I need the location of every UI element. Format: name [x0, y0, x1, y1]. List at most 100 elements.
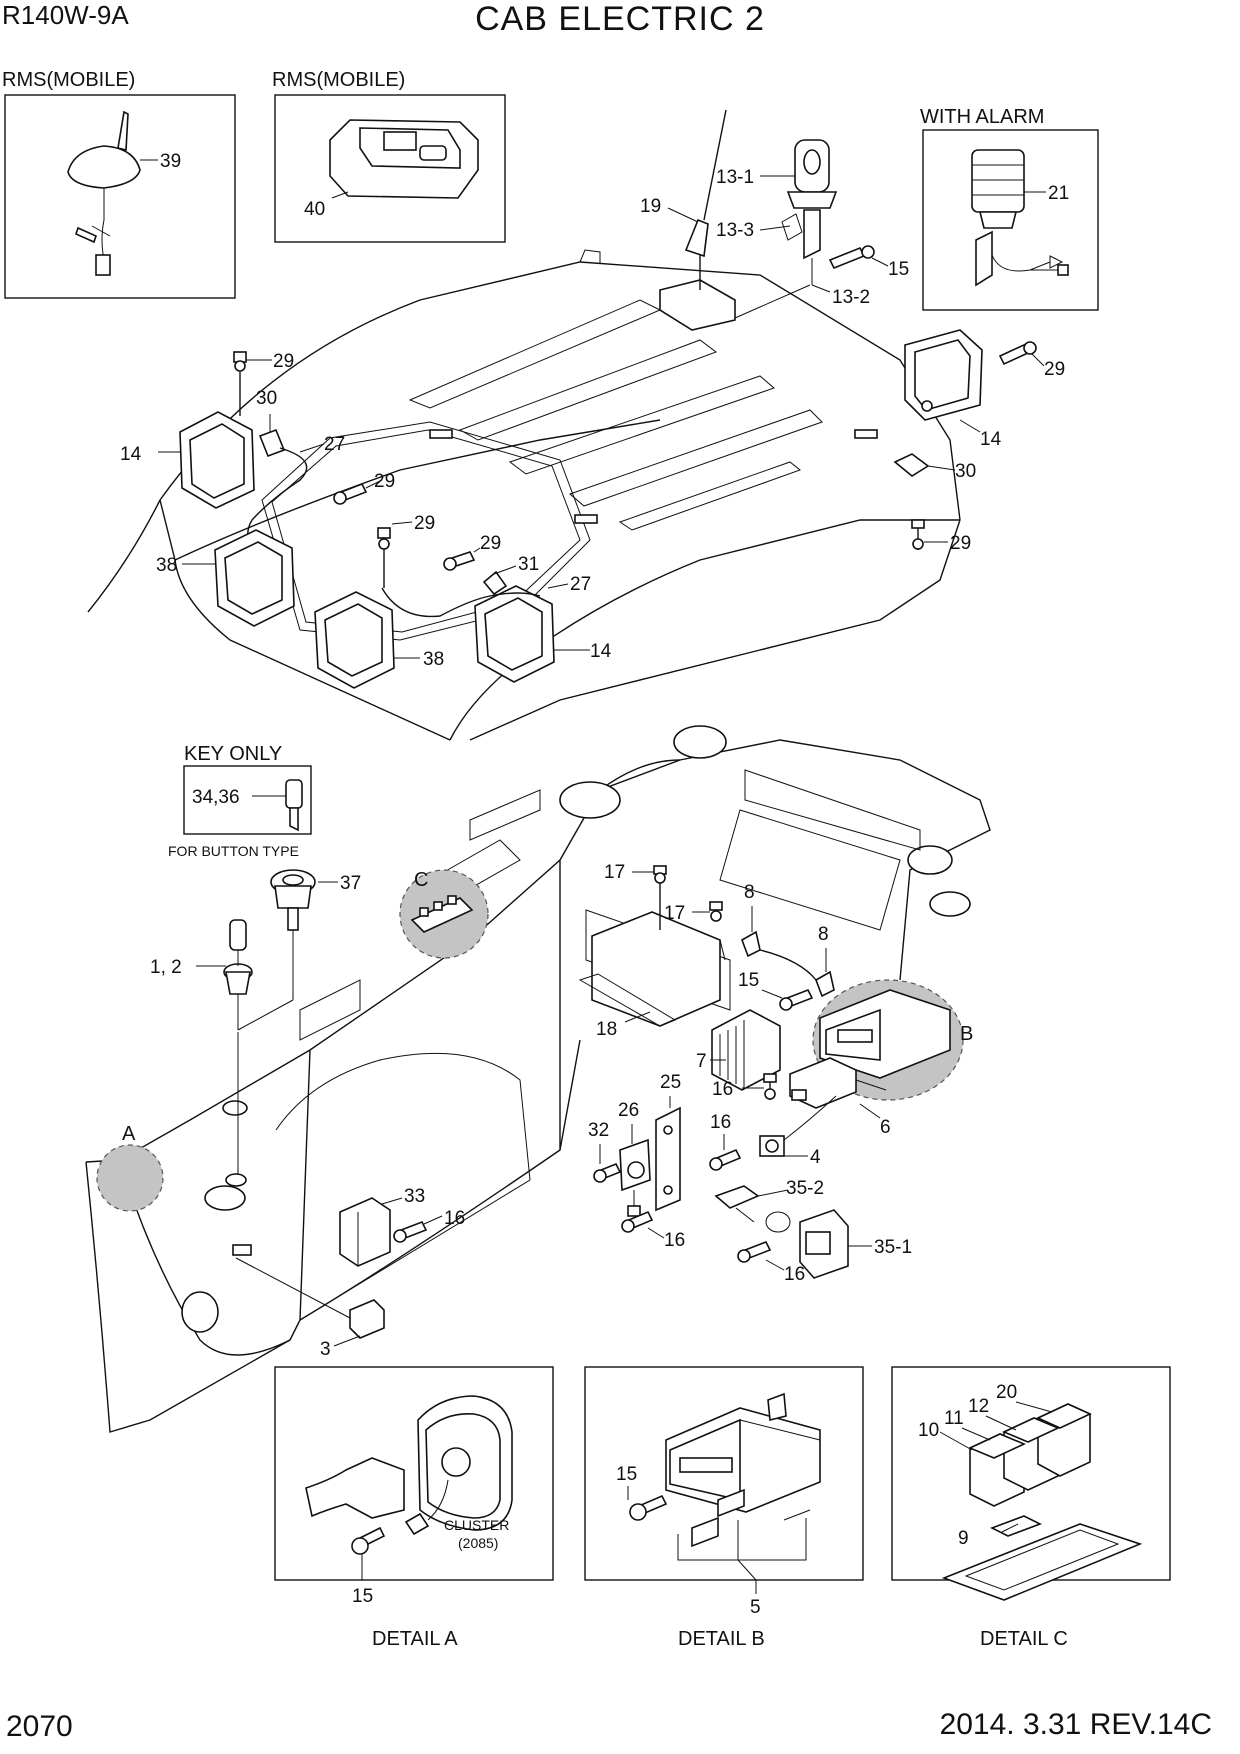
inset-box-with-alarm — [922, 129, 1099, 311]
work-lamp-icon — [179, 411, 255, 509]
inset-rms-antenna: RMS(MOBILE) 39 — [2, 69, 236, 299]
inset-label-rms-1: RMS(MOBILE) — [2, 69, 135, 91]
callout-1-2: 1, 2 — [150, 957, 182, 978]
cluster-icon — [417, 1395, 513, 1531]
bolt-icon — [377, 527, 391, 588]
inset-box-rms-1 — [4, 94, 236, 299]
callout-29-f: 29 — [950, 533, 971, 554]
bolt-icon — [779, 988, 814, 1011]
callout-40: 40 — [304, 199, 325, 220]
amplifier-icon — [711, 1009, 781, 1091]
buzzer-icon — [619, 1138, 651, 1217]
detail-letter-b: B — [960, 1023, 973, 1045]
detail-c-caption: DETAIL C — [980, 1628, 1068, 1650]
callout-27-b: 27 — [570, 574, 591, 595]
callout-26: 26 — [618, 1100, 639, 1121]
callout-33: 33 — [404, 1186, 425, 1207]
bolt-icon — [998, 341, 1037, 366]
callout-15-detail-b: 15 — [616, 1464, 637, 1485]
callout-37: 37 — [340, 873, 361, 894]
bolt-icon — [763, 1073, 777, 1100]
callout-29-b: 29 — [374, 471, 395, 492]
callout-38-b: 38 — [423, 649, 444, 670]
work-lamp-icon — [474, 585, 555, 683]
switch-panel-plate-icon — [941, 1515, 1143, 1601]
connector-icon — [404, 1479, 449, 1536]
bracket-icon — [482, 570, 508, 596]
relay-unit-icon — [339, 1197, 391, 1267]
callout-21: 21 — [1048, 183, 1069, 204]
radio-icon — [819, 989, 951, 1079]
connector-icon — [759, 1095, 837, 1157]
work-lamp-icon — [214, 529, 295, 627]
alarm-beacon-icon — [971, 149, 1069, 287]
bracket-icon — [258, 428, 286, 458]
callout-29-d: 29 — [480, 533, 501, 554]
remote-key-icon — [714, 1185, 760, 1223]
detail-a-caption: DETAIL A — [372, 1628, 458, 1650]
bolt-icon — [709, 1148, 742, 1171]
callout-39: 39 — [160, 151, 181, 172]
callout-14-a: 14 — [120, 444, 142, 465]
revision-date: 2014. 3.31 REV.14C — [939, 1708, 1212, 1741]
callout-27-a: 27 — [324, 434, 345, 455]
callout-14-c: 14 — [980, 429, 1002, 450]
label-for-button-type: FOR BUTTON TYPE — [168, 843, 299, 859]
detail-letter-c: C — [414, 869, 428, 891]
bolt-icon — [629, 1494, 668, 1521]
start-button-icon — [270, 869, 316, 1000]
bracket-icon — [893, 453, 930, 477]
callout-16-e: 16 — [444, 1208, 465, 1229]
callout-29-e: 29 — [1044, 359, 1065, 380]
detail-a-marker — [96, 1144, 164, 1212]
callout-35-2: 35-2 — [786, 1178, 824, 1199]
callout-31: 31 — [518, 554, 539, 575]
rotating-beacon-icon — [781, 139, 838, 285]
key-icon — [285, 779, 303, 832]
callout-34-36: 34,36 — [192, 787, 240, 808]
bolt-icon — [621, 1210, 654, 1233]
callout-16-d: 16 — [784, 1264, 805, 1285]
callout-8-b: 8 — [818, 924, 829, 945]
bolt-icon — [443, 551, 476, 571]
inset-label-key-only: KEY ONLY — [184, 743, 282, 765]
callout-16-b: 16 — [710, 1112, 731, 1133]
callout-13-3: 13-3 — [716, 220, 754, 241]
control-module-icon — [789, 1057, 887, 1109]
inset-label-rms-2: RMS(MOBILE) — [272, 69, 405, 91]
callout-18: 18 — [596, 1019, 617, 1040]
bracket-icon — [691, 1488, 811, 1548]
mounting-bracket-icon — [578, 911, 726, 1027]
detail-b-caption: DETAIL B — [678, 1628, 765, 1650]
bolt-icon — [709, 901, 723, 922]
antenna-icon — [684, 109, 727, 290]
callout-20: 20 — [996, 1382, 1017, 1403]
callout-11: 11 — [944, 1408, 964, 1429]
inset-rms-module: RMS(MOBILE) 40 — [272, 69, 506, 243]
label-cluster-ref: (2085) — [458, 1535, 498, 1551]
inset-box-key-only — [183, 765, 312, 835]
callout-35-1: 35-1 — [874, 1237, 912, 1258]
detail-a-box — [274, 1366, 554, 1581]
inset-label-with-alarm: WITH ALARM — [920, 106, 1044, 128]
bolt-icon — [737, 1240, 772, 1263]
mount-arm-icon — [305, 1457, 405, 1519]
callout-15-top: 15 — [888, 259, 909, 280]
bolt-icon — [828, 245, 875, 270]
rocker-switch-group-icon — [968, 1403, 1092, 1507]
callout-29-c: 29 — [414, 513, 435, 534]
transmitter-icon — [765, 1209, 849, 1279]
bolt-icon — [911, 519, 925, 550]
work-lamp-icon — [314, 591, 395, 689]
inset-box-rms-2 — [274, 94, 506, 243]
callout-15-detail-a: 15 — [352, 1586, 373, 1607]
detail-b-box — [584, 1366, 864, 1581]
callout-38-a: 38 — [156, 555, 177, 576]
callout-10: 10 — [918, 1420, 939, 1441]
callout-15-mid: 15 — [738, 970, 759, 991]
bolt-icon — [393, 1220, 428, 1243]
callout-3: 3 — [320, 1339, 331, 1360]
label-cluster: CLUSTER — [444, 1517, 509, 1533]
work-lamp-icon — [904, 329, 983, 421]
